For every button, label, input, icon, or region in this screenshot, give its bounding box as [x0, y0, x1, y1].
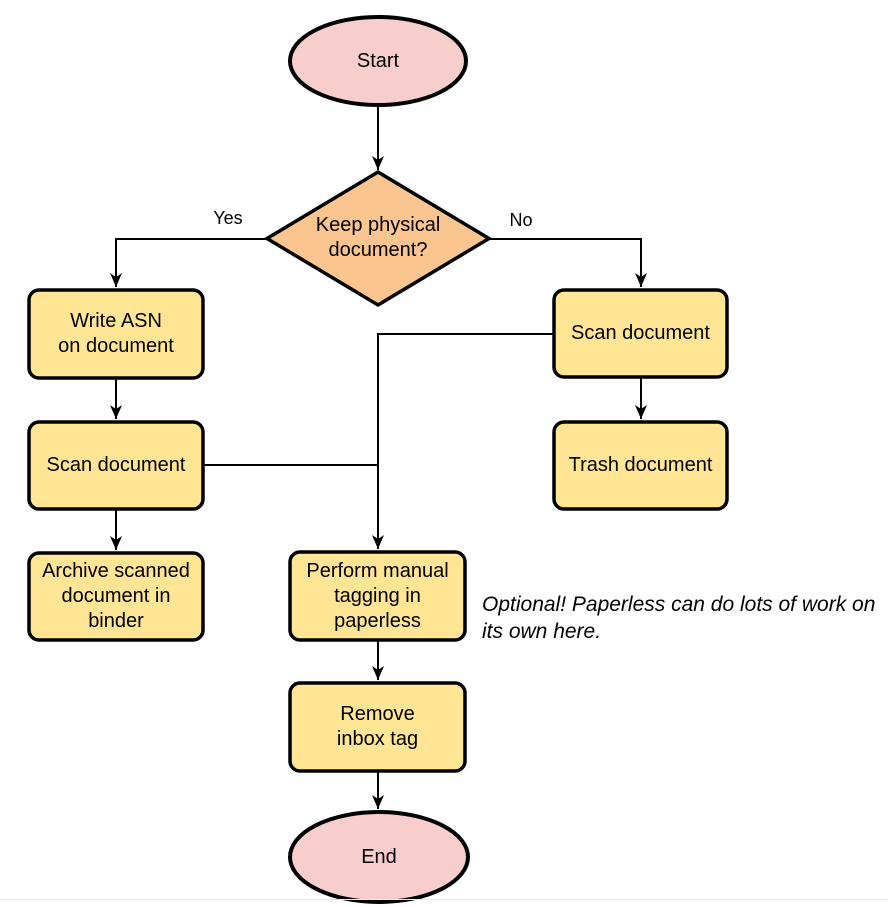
optional-note: Optional! Paperless can do lots of work … — [482, 591, 886, 645]
edge-decision-yes-to-write-asn — [110, 238, 268, 287]
process-remove-inbox-shape — [288, 681, 467, 773]
optional-note-line1: Optional! Paperless can do lots of work … — [482, 593, 876, 616]
process-tagging-shape — [288, 550, 467, 642]
edge-label-no: No — [509, 210, 533, 230]
end-terminal-shape — [288, 810, 470, 904]
optional-note-line2: its own here. — [482, 620, 602, 643]
edge-label-yes: Yes — [213, 208, 243, 228]
process-write-asn-shape — [27, 288, 205, 380]
decision-diamond-shape — [263, 169, 493, 308]
bottom-divider — [0, 899, 888, 900]
edge-decision-no-to-scan-right — [488, 238, 647, 287]
process-archive-shape — [27, 551, 205, 642]
process-scan-left-shape — [27, 420, 205, 511]
start-terminal-shape — [288, 15, 468, 107]
edge-scan-right-to-tagging — [372, 333, 554, 549]
process-trash-shape — [552, 420, 729, 511]
process-scan-right-shape — [552, 288, 729, 379]
